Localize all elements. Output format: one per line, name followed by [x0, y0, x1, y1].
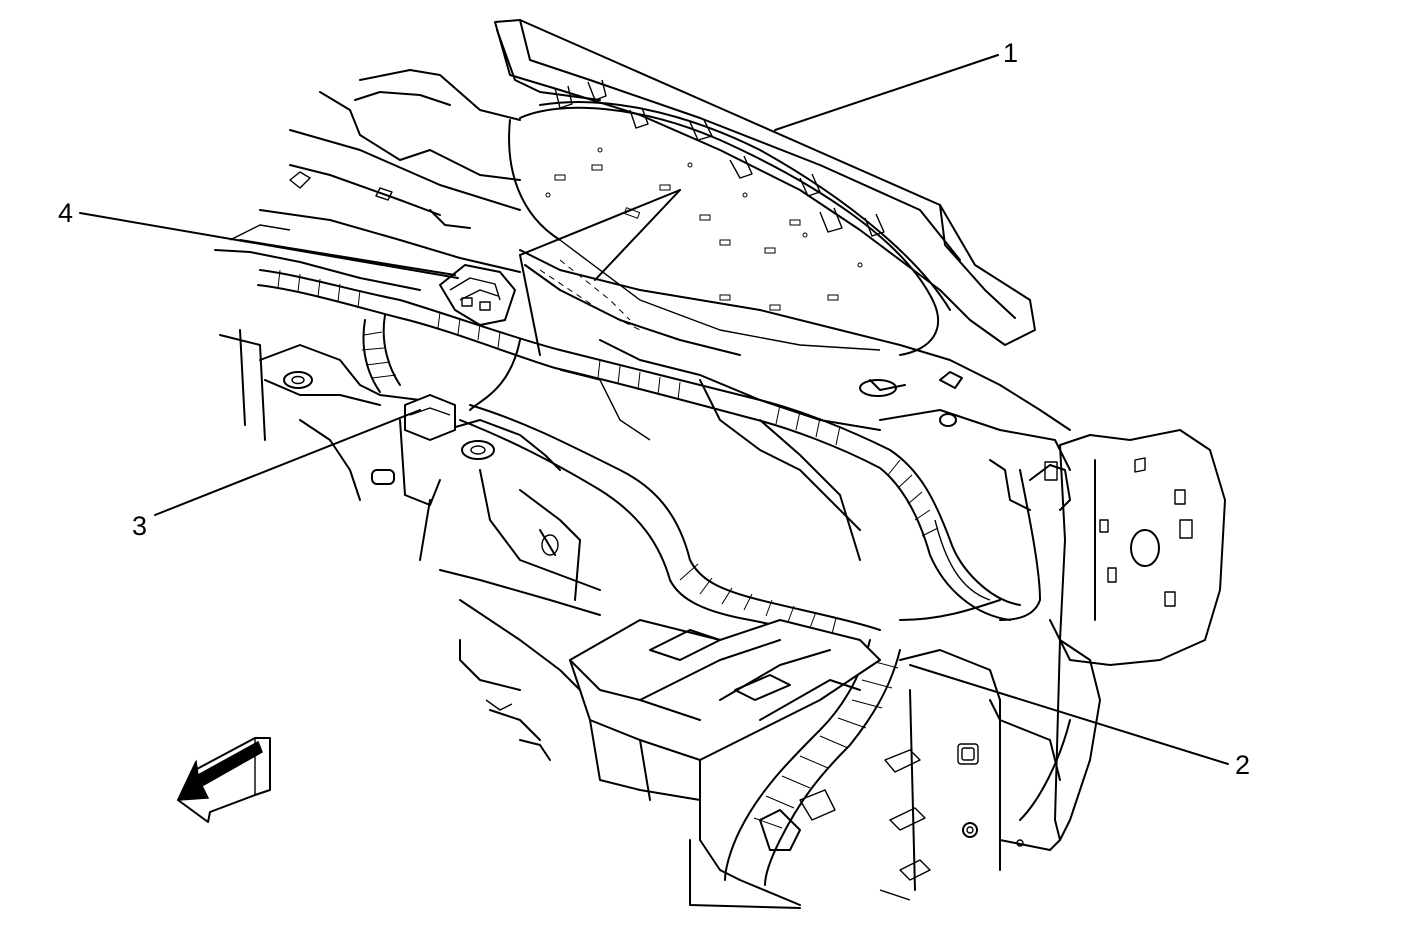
- cluster-panel-face: [508, 101, 951, 356]
- wiring-harness: [257, 269, 1041, 886]
- instrument-panel-upper-trim: [494, 19, 1036, 346]
- callout-1: 1: [1003, 38, 1019, 68]
- center-duct-assembly: [519, 189, 1071, 561]
- mounting-bracket: [259, 344, 561, 485]
- leader-line-1: [774, 54, 999, 131]
- callout-3: 3: [132, 511, 148, 541]
- leader-line-2: [909, 664, 1229, 765]
- callout-4: 4: [58, 198, 74, 228]
- leader-line-3: [154, 409, 421, 516]
- forward-arrow-icon: [176, 737, 271, 823]
- leader-lines: [79, 54, 1229, 765]
- lower-support-structure: [219, 329, 601, 761]
- lower-duct-box: [569, 619, 881, 909]
- callout-2: 2: [1235, 750, 1251, 780]
- leader-line-4b: [239, 239, 456, 276]
- right-lower-structure: [759, 619, 1071, 901]
- left-dash-structure: [214, 69, 521, 291]
- connector-module: [439, 264, 516, 326]
- right-end-panel: [859, 371, 1226, 841]
